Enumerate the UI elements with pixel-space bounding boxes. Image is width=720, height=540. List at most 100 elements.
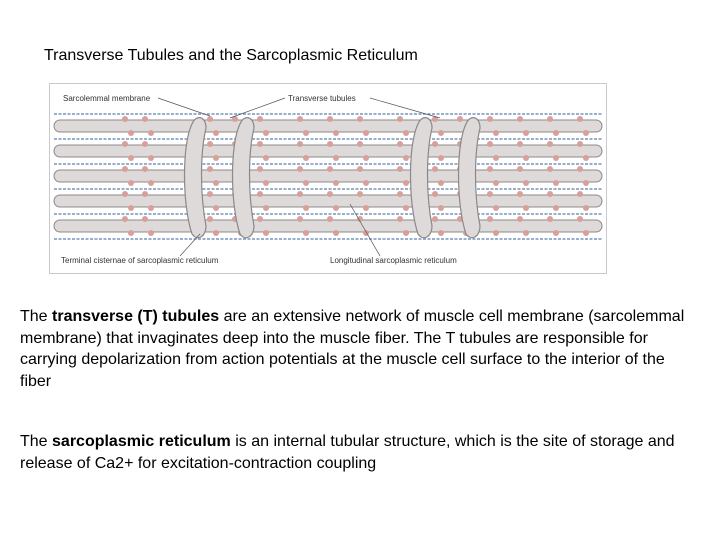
sr-knob [438, 180, 444, 186]
sr-knob [517, 216, 523, 222]
sr-knob [583, 205, 589, 211]
sr-knob [487, 191, 493, 197]
sr-knob [403, 180, 409, 186]
sr-knob [357, 166, 363, 172]
p1-prefix: The [20, 308, 53, 325]
sr-knob [327, 141, 333, 147]
sr-knob [122, 166, 128, 172]
sr-knob [122, 141, 128, 147]
sr-knob [142, 141, 148, 147]
sr-knob [432, 141, 438, 147]
sr-knob [403, 230, 409, 236]
t-tubule-sr-illustration: Sarcolemmal membrane Transverse tubules … [49, 83, 607, 274]
sr-knob [517, 191, 523, 197]
sr-knob [577, 166, 583, 172]
sr-knob [547, 191, 553, 197]
sr-knob [122, 216, 128, 222]
sr-knob [577, 191, 583, 197]
sr-knob [517, 166, 523, 172]
sr-knob [553, 155, 559, 161]
sr-knob [363, 130, 369, 136]
sr-knob [438, 205, 444, 211]
leader-line [157, 97, 211, 117]
label-sarcolemmal-membrane: Sarcolemmal membrane [63, 94, 151, 103]
sr-knob [213, 230, 219, 236]
leader-line [369, 97, 441, 119]
sr-knob [263, 130, 269, 136]
sr-knob [432, 116, 438, 122]
paragraph-sarcoplasmic-reticulum: The sarcoplasmic reticulum is an interna… [20, 431, 700, 474]
sr-knob [297, 191, 303, 197]
sr-knob [213, 130, 219, 136]
sr-knob [523, 230, 529, 236]
label-longitudinal-sr: Longitudinal sarcoplasmic reticulum [330, 256, 457, 265]
sr-knob [493, 230, 499, 236]
sr-knob [547, 141, 553, 147]
sr-knob [397, 116, 403, 122]
sr-knob [128, 230, 134, 236]
sr-knob [357, 191, 363, 197]
sr-knob [142, 216, 148, 222]
sr-knob [432, 216, 438, 222]
p2-body: is an internal tubular structure, which … [20, 433, 675, 472]
sr-knob [397, 191, 403, 197]
sr-knob [577, 216, 583, 222]
sr-knob [303, 180, 309, 186]
sr-knob [438, 130, 444, 136]
sr-knob [327, 191, 333, 197]
label-terminal-cisternae: Terminal cisternae of sarcoplasmic retic… [61, 256, 219, 265]
sr-knob [122, 116, 128, 122]
sr-knob [128, 130, 134, 136]
slide-title: Transverse Tubules and the Sarcoplasmic … [44, 47, 418, 64]
sr-knob [257, 141, 263, 147]
sr-knob [357, 141, 363, 147]
sr-knob [142, 166, 148, 172]
sr-knob [333, 230, 339, 236]
sr-knob [207, 216, 213, 222]
sr-knob [148, 205, 154, 211]
sr-knob [432, 166, 438, 172]
sr-knob [303, 130, 309, 136]
sr-knob [397, 166, 403, 172]
sr-knob [122, 191, 128, 197]
sr-knob [553, 180, 559, 186]
sr-knob [438, 155, 444, 161]
sr-knob [257, 191, 263, 197]
sr-knob [148, 155, 154, 161]
sr-knob [517, 116, 523, 122]
sr-knob [523, 205, 529, 211]
sr-knob [577, 116, 583, 122]
leader-line [349, 203, 381, 257]
sr-knob [553, 230, 559, 236]
sr-knob [232, 116, 238, 122]
sr-knob [523, 155, 529, 161]
p1-term: transverse (T) tubules [52, 308, 220, 325]
p2-term: sarcoplasmic reticulum [52, 433, 231, 450]
sr-knob [207, 191, 213, 197]
terminal-cisterna [457, 117, 481, 239]
sr-knob [523, 180, 529, 186]
sr-knob [577, 141, 583, 147]
sr-knob [207, 141, 213, 147]
sr-knob [487, 216, 493, 222]
sr-knob [363, 205, 369, 211]
leader-line [229, 97, 286, 119]
sr-knob [363, 155, 369, 161]
sr-knob [303, 230, 309, 236]
sr-knob [327, 166, 333, 172]
terminal-cisterna [183, 117, 207, 239]
sr-knob [547, 216, 553, 222]
sr-knob [363, 180, 369, 186]
sr-knob [457, 116, 463, 122]
sr-knob [142, 116, 148, 122]
sr-knob [297, 141, 303, 147]
sr-knob [487, 166, 493, 172]
sr-knob [517, 141, 523, 147]
sr-knob [142, 191, 148, 197]
sr-knob [148, 130, 154, 136]
sr-knob [357, 116, 363, 122]
sr-knob [333, 180, 339, 186]
label-transverse-tubules: Transverse tubules [288, 94, 356, 103]
sr-knob [263, 230, 269, 236]
sr-knob [257, 216, 263, 222]
